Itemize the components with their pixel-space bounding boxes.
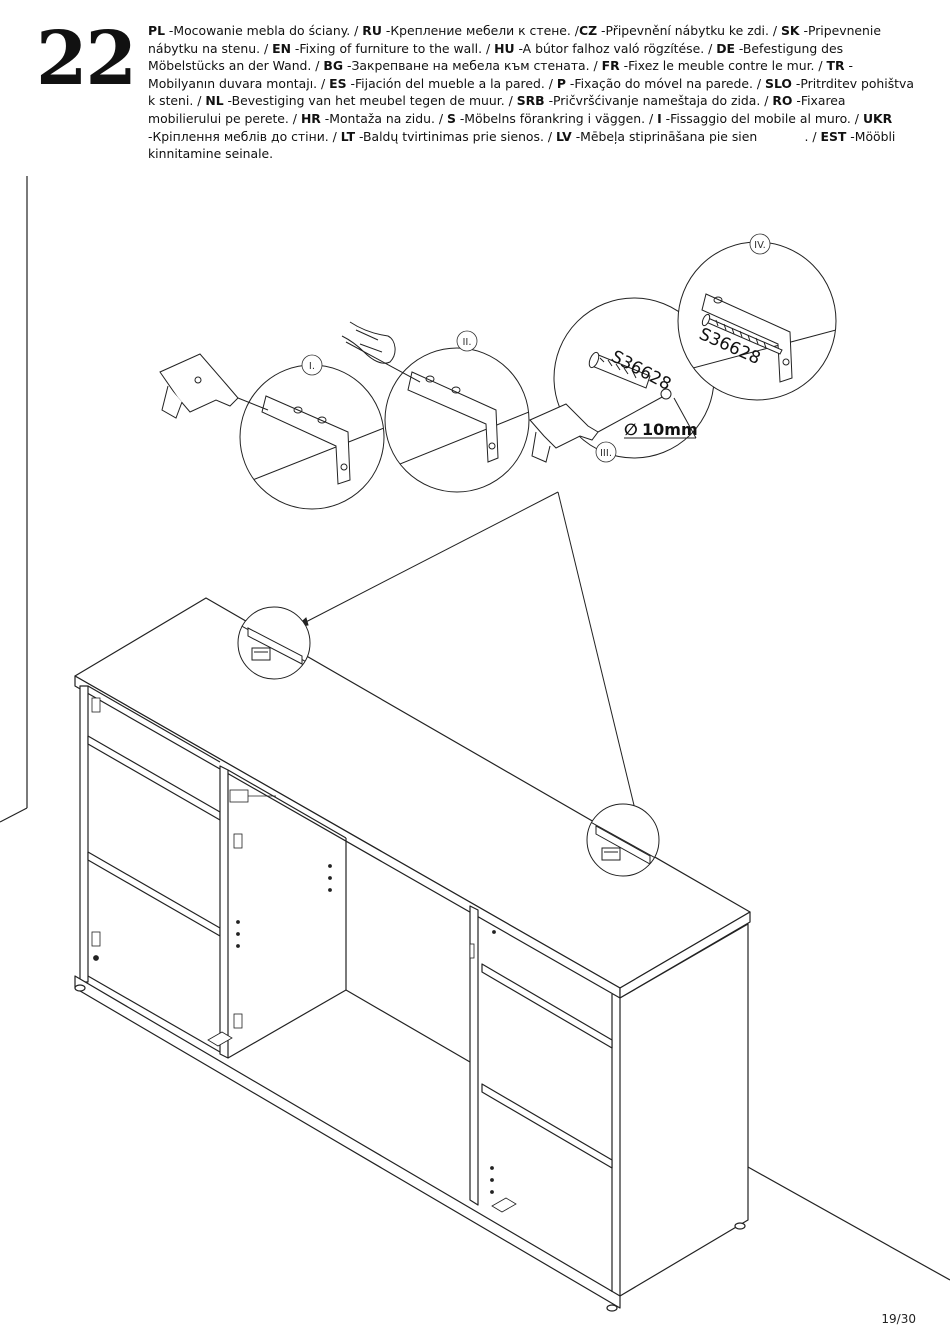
separator: - — [355, 128, 364, 144]
language-code: HU — [494, 40, 515, 56]
instruction-text: Fixing of furniture to the wall. / — [299, 40, 495, 56]
separator: - — [799, 23, 808, 38]
instruction-text: Připevnění nábytku ke zdi. / — [605, 23, 781, 38]
language-code: EST — [820, 128, 847, 144]
separator: - — [343, 58, 352, 74]
separator: - — [455, 110, 465, 126]
language-code: BG — [323, 58, 344, 74]
instruction-text: Fixação do móvel na parede. / — [574, 75, 766, 91]
instruction-text: Bevestiging van het meubel tegen de muur… — [231, 93, 517, 109]
instruction-text: Кріплення меблів до стіни. / — [152, 128, 341, 144]
hand-pencil-icon — [341, 321, 421, 383]
language-code: P — [556, 75, 566, 91]
instruction-text: Mobilyanın duvara montajı. / — [148, 75, 330, 91]
instruction-text: Mocowanie mebla do ściany. / — [173, 23, 363, 38]
separator: - — [148, 128, 153, 144]
drill-icon-2 — [529, 388, 672, 463]
instruction-text: Montaža na zidu. / — [329, 110, 447, 126]
separator: - — [320, 110, 330, 126]
detail-circle-2: II. — [384, 330, 530, 493]
bracket-detail-right — [586, 803, 660, 877]
room-lines — [0, 176, 950, 1281]
detail-label-3: III. — [600, 448, 612, 459]
instruction-text: Fixez le meuble contre le mur. / — [628, 58, 827, 74]
language-code: EN — [272, 40, 291, 56]
language-code: CZ — [578, 23, 598, 38]
instruction-text: Baldų tvirtinimas prie sienos. / — [363, 128, 556, 144]
bracket-detail-left — [237, 606, 311, 680]
language-code: DE — [716, 40, 735, 56]
separator: - — [661, 110, 671, 126]
separator: - — [846, 128, 855, 144]
instruction-text: Mēbeļa stiprināšana pie sien . / — [580, 128, 821, 144]
cabinet-hardware — [91, 697, 517, 1213]
language-code: HR — [300, 110, 321, 126]
separator: - — [223, 93, 232, 109]
language-code: LT — [340, 128, 356, 144]
separator: - — [792, 93, 801, 109]
instruction-text: Fissaggio del mobile al muro. / — [670, 110, 863, 126]
language-code: I — [657, 110, 662, 126]
separator: - — [597, 23, 606, 38]
detail-label-2: II. — [462, 337, 471, 348]
separator: - — [381, 23, 391, 38]
instruction-text: Möbelns förankring i väggen. / — [464, 110, 658, 126]
language-code: RU — [362, 23, 382, 38]
instruction-text: Fijación del mueble a la pared. / — [354, 75, 557, 91]
language-code: TR — [826, 58, 845, 74]
svg-text:∅: ∅ — [624, 420, 638, 439]
instruction-text: Fixarea mobilierului pe perete. / — [148, 93, 850, 126]
separator: - — [544, 93, 554, 109]
detail-label-4: IV. — [754, 240, 766, 251]
drill-icon — [159, 353, 269, 419]
page-number: 19/30 — [881, 1312, 916, 1326]
language-code: SK — [781, 23, 800, 38]
separator: - — [514, 40, 523, 56]
sideboard-cabinet — [74, 597, 751, 1312]
instruction-text: Befestigung des Möbelstücks an der Wand.… — [148, 40, 848, 74]
detail-label-1: I. — [309, 361, 315, 372]
detail-circle-1: I. — [239, 354, 385, 510]
language-code: ES — [329, 75, 347, 91]
language-code: UKR — [862, 110, 893, 126]
step-number: 22 — [36, 16, 137, 102]
language-code: S — [446, 110, 456, 126]
instruction-text: A bútor falhoz való rögzítése. / — [522, 40, 717, 56]
separator: - — [571, 128, 581, 144]
drill-diameter: 10mm — [642, 420, 698, 439]
separator: - — [844, 58, 853, 74]
separator: - — [565, 75, 575, 91]
language-code: LV — [555, 128, 572, 144]
multilingual-instructions: PL -Mocowanie mebla do ściany. / RU -Кре… — [148, 22, 918, 163]
screw-icon — [701, 313, 783, 355]
instruction-text: Pritrditev pohištva k steni. / — [148, 75, 918, 109]
language-code: RO — [772, 93, 793, 109]
language-code: PL — [148, 23, 165, 38]
language-code: SRB — [516, 93, 545, 109]
instruction-text: Закрепване на мебела към стената. / — [351, 58, 602, 74]
separator: - — [346, 75, 355, 91]
instruction-text: Mööbli kinnitamine seinale. — [148, 128, 900, 162]
language-code: FR — [601, 58, 620, 74]
separator: - — [164, 23, 174, 38]
separator: - — [734, 40, 743, 56]
language-code: NL — [205, 93, 224, 109]
separator: - — [791, 75, 801, 91]
detail-circle-4: S36628 IV. — [677, 233, 837, 401]
separator: - — [619, 58, 629, 74]
instruction-text: Pričvršćivanje nameštaja do zida. / — [553, 93, 773, 109]
wall-plug-icon — [588, 351, 651, 389]
instruction-text: Pripevnenie nábytku na stenu. / — [148, 23, 885, 56]
language-code: SLO — [765, 75, 792, 91]
separator: - — [290, 40, 300, 56]
instruction-text: Крепление мебели к стене. / — [390, 23, 579, 38]
